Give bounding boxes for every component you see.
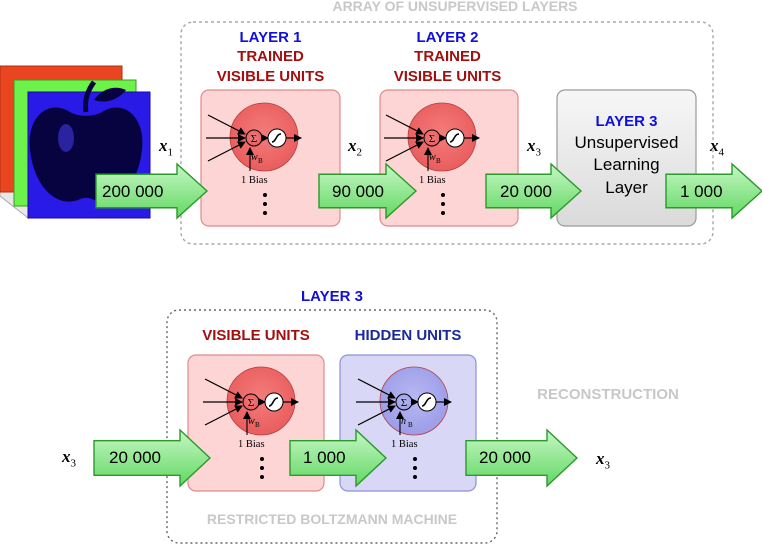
- rbm-arrow-20000-in: [93, 428, 212, 488]
- layer2-title: LAYER 2: [416, 29, 479, 46]
- layer1-visible-units-label: VISIBLE UNITS: [216, 68, 325, 85]
- layer2-trained-label: TRAINED: [414, 48, 481, 65]
- layer1-sigmoid-icon: [271, 133, 282, 143]
- layer1-sum-symbol: Σ: [251, 133, 257, 145]
- rbm-outline: [166, 309, 498, 544]
- hidden-ellipsis-dot-2: [413, 466, 417, 470]
- visible-sum-symbol: Σ: [248, 397, 254, 409]
- layer2-ellipsis-dot-3: [441, 211, 445, 215]
- layer2-sigmoid-icon: [449, 133, 460, 143]
- layer1-input-edge-1: [207, 114, 246, 135]
- layer3-unsupervised-label: Unsupervised: [574, 133, 679, 152]
- layer3-layer-label: Layer: [605, 178, 648, 197]
- visible-input-edge-3: [204, 405, 243, 426]
- visible-ellipsis-dot-3: [260, 475, 264, 479]
- layer1-bias-label: 1 Bias: [241, 175, 268, 186]
- arrow-label-200000: 200 000: [102, 182, 164, 201]
- rbm-caption: RESTRICTED BOLTZMANN MACHINE: [206, 511, 458, 527]
- rbm-arrow-label-1000: 1 000: [303, 448, 346, 467]
- layer3-title: LAYER 3: [595, 113, 658, 130]
- hidden-units-label: HIDDEN UNITS: [354, 327, 462, 344]
- layer3-learning-label: Learning: [593, 155, 660, 174]
- layer2-input-edge-1: [385, 114, 424, 135]
- rbm-layer3-title: LAYER 3: [301, 288, 363, 305]
- var-x2: x2: [348, 136, 362, 159]
- layer1-input-edge-3: [207, 141, 246, 162]
- hidden-weight-sub: B: [408, 421, 413, 429]
- arrow-90000: [318, 162, 418, 220]
- layer1-neuron-body: [229, 102, 299, 172]
- layer2-weight-label: w: [429, 152, 436, 163]
- layer2-weight-sub: B: [436, 157, 441, 165]
- rbm-arrow-1000: [289, 428, 388, 488]
- layer2-neuron-body: [407, 102, 477, 172]
- reconstruction-label: RECONSTRUCTION: [537, 386, 679, 403]
- hidden-input-edge-3: [357, 405, 396, 426]
- layer2-sum-symbol: Σ: [429, 133, 435, 145]
- hidden-ellipsis-dot-1: [413, 457, 417, 461]
- arrow-label-90000: 90 000: [332, 182, 384, 201]
- hidden-weight-label: h: [401, 416, 406, 427]
- arrow-label-20000: 20 000: [500, 182, 552, 201]
- visible-units-label: VISIBLE UNITS: [202, 327, 310, 344]
- hidden-neuron-body: [379, 366, 449, 436]
- layer1-weight-label: w: [251, 152, 258, 163]
- unsupervised-array-title: ARRAY OF UNSUPERVISED LAYERS: [332, 0, 578, 14]
- hidden-bias-label: 1 Bias: [391, 439, 418, 450]
- layer2-bias-label: 1 Bias: [419, 175, 446, 186]
- arrow-20000-top: [485, 162, 583, 220]
- var-x1: x1: [159, 136, 173, 159]
- arrow-label-1000: 1 000: [680, 182, 723, 201]
- hidden-input-edge-1: [357, 378, 396, 399]
- hidden-ellipsis-dot-3: [413, 475, 417, 479]
- layer1-ellipsis-dot-3: [263, 211, 267, 215]
- unsupervised-array-outline: [180, 21, 714, 245]
- var-x4: x4: [710, 136, 724, 159]
- visible-sigmoid-icon: [268, 397, 279, 407]
- rbm-arrow-20000-out: [465, 428, 579, 488]
- visible-neuron-body: [226, 366, 296, 436]
- hidden-sigmoid-icon: [421, 397, 432, 407]
- layer1-weight-sub: B: [258, 157, 263, 165]
- layer1-ellipsis-dot-2: [263, 202, 267, 206]
- layer2-ellipsis-dot-2: [441, 202, 445, 206]
- visible-ellipsis-dot-1: [260, 457, 264, 461]
- arrow-1000-top: [665, 162, 762, 220]
- arrow-200000: [95, 162, 209, 220]
- layer1-title: LAYER 1: [239, 29, 302, 46]
- layer2-input-edge-3: [385, 141, 424, 162]
- visible-weight-label: w: [248, 416, 255, 427]
- layer2-ellipsis-dot-1: [441, 193, 445, 197]
- visible-ellipsis-dot-2: [260, 466, 264, 470]
- visible-input-edge-1: [204, 378, 243, 399]
- layer3-box: [556, 89, 697, 227]
- var-x3: x3: [527, 136, 541, 159]
- visible-weight-sub: B: [255, 421, 260, 429]
- rbm-arrow-label-20000-out: 20 000: [479, 448, 531, 467]
- layer2-visible-units-label: VISIBLE UNITS: [393, 68, 502, 85]
- layer1-ellipsis-dot-1: [263, 193, 267, 197]
- rbm-input-var: x3: [62, 447, 76, 470]
- visible-bias-label: 1 Bias: [238, 439, 265, 450]
- layer1-trained-label: TRAINED: [237, 48, 304, 65]
- hidden-sum-symbol: Σ: [401, 397, 407, 409]
- rbm-output-var: x3: [596, 449, 610, 472]
- rbm-arrow-label-20000-in: 20 000: [109, 448, 161, 467]
